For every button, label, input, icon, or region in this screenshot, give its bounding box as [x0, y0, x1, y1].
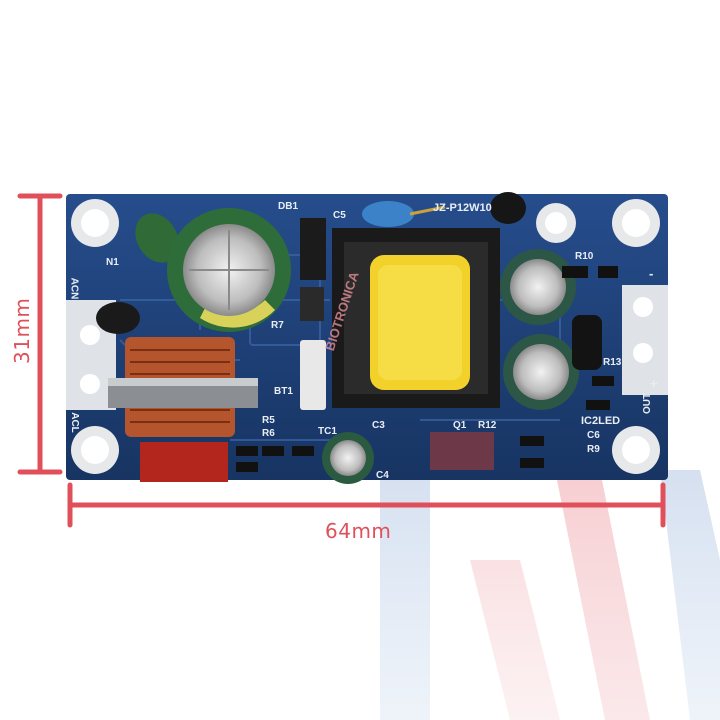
to92-component: [96, 302, 140, 334]
silk-c6: C6: [587, 430, 600, 441]
watermark-logo: [380, 470, 720, 720]
common-mode-choke: [108, 337, 258, 437]
silk-r7: R7: [271, 320, 284, 331]
output-inductor: [572, 315, 602, 370]
x-capacitor: [140, 442, 228, 482]
silk-db1: DB1: [278, 201, 299, 212]
silk-r9: R9: [587, 444, 600, 455]
dimension-lines: [17, 193, 666, 528]
silk-r13: R13: [603, 357, 622, 368]
main-electrolytic-capacitor: [167, 208, 291, 332]
silk-bt1: BT1: [274, 386, 293, 397]
output-capacitor: [500, 249, 579, 410]
bridge-rectifier: [300, 218, 326, 280]
smd-components: [236, 266, 618, 472]
silk-acl: ACL: [68, 412, 80, 433]
y-capacitor: [362, 201, 414, 227]
silk-r10: R10: [575, 251, 594, 262]
bt1-component: [300, 340, 326, 410]
silk-c4: C4: [376, 470, 389, 481]
optocoupler: [430, 432, 494, 470]
transformer: [332, 228, 500, 408]
small-capacitor: [322, 432, 374, 484]
silk-r5: R5: [262, 415, 275, 426]
height-dimension-label: 31mm: [10, 297, 34, 364]
width-dimension-label: 64mm: [325, 519, 392, 543]
silk-c5: C5: [333, 210, 346, 221]
silk-r12: R12: [478, 420, 497, 431]
model-label: JZ-P12W10: [433, 202, 492, 214]
silk-plus: +: [650, 376, 658, 391]
silk-c3: C3: [372, 420, 385, 431]
mounting-hole: [71, 199, 660, 474]
silk-r6: R6: [262, 428, 275, 439]
silk-out: OUT: [642, 392, 654, 415]
silk-minus: -: [649, 266, 654, 281]
silk-q1: Q1: [453, 420, 467, 431]
silk-tc1: TC1: [318, 426, 337, 437]
silk-acn: ACN: [68, 277, 80, 300]
silk-ic2led: IC2LED: [581, 415, 621, 427]
silk-n1: N1: [106, 257, 119, 268]
thermistor: [135, 213, 179, 263]
